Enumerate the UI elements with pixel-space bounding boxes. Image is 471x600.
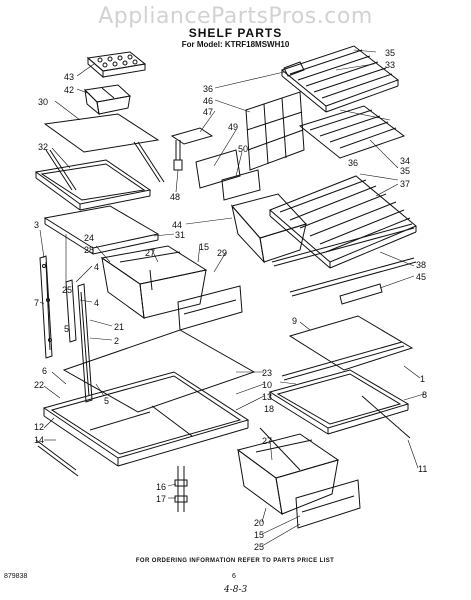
callout-25b: 25	[254, 542, 264, 552]
glass-shelf-main	[62, 329, 256, 413]
ice-bucket	[83, 84, 132, 116]
callout-36a: 36	[203, 84, 213, 94]
callout-36b: 36	[348, 158, 358, 168]
shelf-frame-8	[268, 341, 410, 435]
callout-5a: 5	[104, 396, 109, 406]
callout-46: 46	[203, 96, 213, 106]
wire-shelf-33	[280, 45, 400, 113]
callout-33: 33	[385, 60, 395, 70]
callout-28: 28	[84, 245, 94, 255]
callout-14: 14	[34, 435, 44, 445]
footer-ordering-note: FOR ORDERING INFORMATION REFER TO PARTS …	[136, 558, 334, 564]
callout-34: 34	[400, 156, 410, 166]
footer-group: FOR ORDERING INFORMATION REFER TO PARTS …	[4, 558, 334, 595]
callout-21: 21	[114, 322, 124, 332]
callout-24: 24	[84, 233, 94, 243]
callout-3: 3	[34, 220, 39, 230]
callout-2: 2	[114, 336, 119, 346]
roller-16-17	[174, 466, 188, 512]
ice-cube-tray	[86, 51, 147, 79]
callout-48: 48	[170, 192, 180, 202]
callout-44: 44	[172, 220, 182, 230]
callout-11: 11	[418, 464, 427, 474]
drawer-front-15	[177, 285, 243, 331]
model-subtitle: For Model: KTRF18MSWH10	[181, 40, 290, 49]
callout-15a: 15	[199, 242, 209, 252]
callout-10: 10	[262, 380, 272, 390]
freezer-shelf-31	[43, 205, 160, 255]
bottom-rails	[35, 405, 193, 477]
callout-4a: 4	[94, 262, 99, 272]
rails-38	[271, 223, 417, 297]
bracket-47-48	[170, 127, 214, 171]
callout-9: 9	[292, 316, 297, 326]
lower-drawer-front-25	[295, 479, 361, 529]
wire-shelf-37	[269, 175, 417, 269]
page-number: 6	[232, 573, 236, 580]
callout-29: 29	[217, 248, 227, 258]
callout-38: 38	[416, 260, 426, 270]
page-title: SHELF PARTS	[188, 26, 283, 40]
handwritten-reference: 4-8-3	[223, 585, 248, 595]
wire-basket-46	[245, 91, 305, 171]
strip-45	[339, 283, 383, 305]
door-49-50	[195, 149, 261, 201]
callout-labels: 35 33 43 42 30 36 46 47 49 50 32 36 34 3…	[34, 48, 427, 552]
crisper-pan-44	[231, 193, 307, 264]
callout-5b: 5	[64, 324, 69, 334]
rails-11	[259, 395, 411, 471]
callout-18: 18	[264, 404, 274, 414]
callout-27b: 27	[262, 436, 272, 446]
callout-31: 31	[175, 230, 185, 240]
callout-23: 23	[262, 368, 272, 378]
callout-12: 12	[34, 422, 44, 432]
callout-49: 49	[228, 122, 238, 132]
side-rails	[39, 255, 77, 359]
callout-42: 42	[64, 85, 74, 95]
freezer-shelf-30	[43, 113, 160, 153]
lower-drawer-27	[236, 433, 340, 516]
callout-43: 43	[64, 72, 74, 82]
callout-45: 45	[416, 272, 426, 282]
callout-25: 25	[62, 285, 72, 295]
callout-37: 37	[400, 179, 410, 189]
callout-4b: 4	[94, 298, 99, 308]
document-code: 879838	[4, 573, 27, 580]
callout-32: 32	[38, 142, 48, 152]
callout-7: 7	[34, 298, 39, 308]
callout-35a: 35	[385, 48, 395, 58]
callout-8: 8	[422, 390, 427, 400]
crisper-drawer-28	[100, 245, 208, 320]
callout-30: 30	[38, 97, 48, 107]
leader-lines	[39, 49, 425, 547]
shelf-frame-22	[42, 371, 250, 467]
glass-shelf-9	[288, 315, 414, 371]
callout-17: 17	[156, 494, 166, 504]
callout-15b: 15	[254, 530, 264, 540]
watermark: AppliancePartsPros.com	[98, 4, 373, 29]
freezer-shelf-frame-32	[34, 141, 165, 211]
callout-6: 6	[42, 366, 47, 376]
callout-13: 13	[262, 392, 272, 402]
callout-50: 50	[238, 144, 248, 154]
callout-16: 16	[156, 482, 166, 492]
callout-20: 20	[254, 518, 264, 528]
wire-shelf-34	[298, 105, 406, 159]
callout-47: 47	[203, 107, 213, 117]
callout-1: 1	[420, 374, 425, 384]
callout-22: 22	[34, 380, 44, 390]
callout-35b: 35	[400, 166, 410, 176]
callout-27a: 27	[145, 248, 155, 258]
